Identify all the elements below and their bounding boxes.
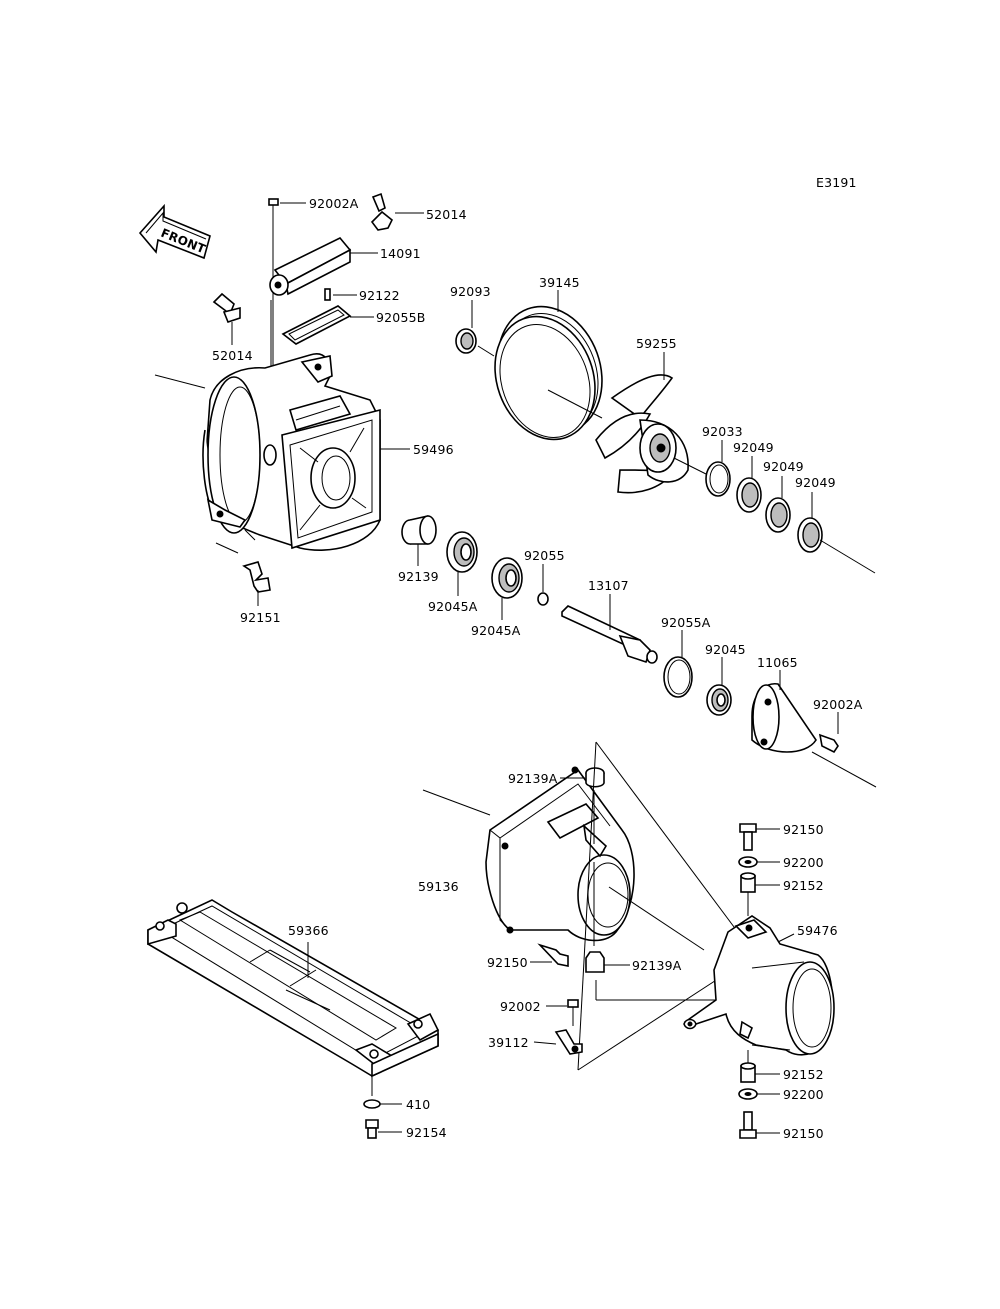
label-59255: 59255 bbox=[636, 336, 677, 351]
label-92055A: 92055A bbox=[661, 615, 711, 630]
drive-shaft-13107 bbox=[561, 594, 658, 664]
label-92002A-right: 92002A bbox=[813, 697, 863, 712]
bearing-92045A-2 bbox=[491, 557, 523, 620]
nozzle-59136 bbox=[422, 766, 705, 951]
label-59476: 59476 bbox=[797, 923, 838, 938]
bolt-92002 bbox=[546, 999, 579, 1026]
washer-410 bbox=[363, 1099, 402, 1109]
assembly-guide-lines bbox=[577, 741, 741, 1071]
oring-92033 bbox=[705, 440, 731, 497]
label-92033: 92033 bbox=[702, 424, 743, 439]
label-52014-top: 52014 bbox=[426, 207, 467, 222]
oring-92055 bbox=[537, 564, 549, 606]
label-92002: 92002 bbox=[500, 999, 541, 1014]
label-92002A-top: 92002A bbox=[309, 196, 359, 211]
bolt-92002A-right bbox=[818, 712, 839, 754]
label-59136: 59136 bbox=[418, 879, 459, 894]
label-92150-b: 92150 bbox=[783, 1126, 824, 1141]
bolt-92150-top bbox=[739, 823, 780, 851]
bushing-92139 bbox=[401, 515, 437, 566]
part-group-bypass-fittings bbox=[212, 192, 424, 445]
collar-92093 bbox=[455, 300, 495, 357]
label-92049-b: 92049 bbox=[763, 459, 804, 474]
label-92045A-b: 92045A bbox=[471, 623, 521, 638]
label-59496: 59496 bbox=[413, 442, 454, 457]
bushing-92139A-mid bbox=[585, 951, 630, 973]
label-92139: 92139 bbox=[398, 569, 439, 584]
diagram-code: E3191 bbox=[816, 175, 857, 190]
bearing-92045A-1 bbox=[446, 531, 478, 596]
label-92152-a: 92152 bbox=[783, 878, 824, 893]
label-39145: 39145 bbox=[539, 275, 580, 290]
label-52014-left: 52014 bbox=[212, 348, 253, 363]
label-92049-c: 92049 bbox=[795, 475, 836, 490]
bolt-92150-bottom bbox=[739, 1111, 780, 1139]
label-92200-a: 92200 bbox=[783, 855, 824, 870]
impeller-59255 bbox=[595, 352, 709, 494]
label-92045: 92045 bbox=[705, 642, 746, 657]
oring-92055A bbox=[663, 630, 693, 698]
bearing-92045 bbox=[706, 657, 732, 716]
cap-11065 bbox=[751, 670, 877, 788]
bolt-92150-mid bbox=[530, 943, 569, 967]
label-92139A-top: 92139A bbox=[508, 771, 558, 786]
pump-case-59496 bbox=[154, 353, 410, 554]
label-14091: 14091 bbox=[380, 246, 421, 261]
liner-39145 bbox=[494, 290, 603, 441]
collar-92152-bottom bbox=[740, 1062, 780, 1083]
label-59366: 59366 bbox=[288, 923, 329, 938]
label-92152-b: 92152 bbox=[783, 1067, 824, 1082]
label-410: 410 bbox=[406, 1097, 430, 1112]
label-13107: 13107 bbox=[588, 578, 629, 593]
label-92055: 92055 bbox=[524, 548, 565, 563]
part-labels: 92002A 52014 14091 92122 92055B 52014 92… bbox=[212, 196, 863, 1141]
steering-nozzle-59476 bbox=[683, 890, 835, 1066]
front-arrow-icon: FRONT bbox=[138, 203, 211, 260]
label-92200-b: 92200 bbox=[783, 1087, 824, 1102]
washer-92200-top bbox=[738, 856, 780, 868]
seal-92049-2 bbox=[765, 476, 791, 533]
label-92122: 92122 bbox=[359, 288, 400, 303]
collar-92152-top bbox=[740, 872, 780, 893]
label-92045A-a: 92045A bbox=[428, 599, 478, 614]
label-92049-a: 92049 bbox=[733, 440, 774, 455]
label-92154: 92154 bbox=[406, 1125, 447, 1140]
label-92139A-mid: 92139A bbox=[632, 958, 682, 973]
label-39112: 39112 bbox=[488, 1035, 529, 1050]
washer-92200-bottom bbox=[738, 1088, 780, 1100]
bolt-92154 bbox=[365, 1119, 402, 1139]
ride-plate-59366 bbox=[147, 899, 440, 1096]
seal-92049-3 bbox=[797, 492, 876, 574]
label-92093: 92093 bbox=[450, 284, 491, 299]
label-11065: 11065 bbox=[757, 655, 798, 670]
label-92150-mid: 92150 bbox=[487, 955, 528, 970]
label-92150-a: 92150 bbox=[783, 822, 824, 837]
lever-39112 bbox=[533, 1029, 583, 1055]
seal-92049-1 bbox=[736, 456, 762, 513]
label-92151: 92151 bbox=[240, 610, 281, 625]
bolt-92151 bbox=[242, 561, 271, 606]
label-92055B: 92055B bbox=[376, 310, 426, 325]
